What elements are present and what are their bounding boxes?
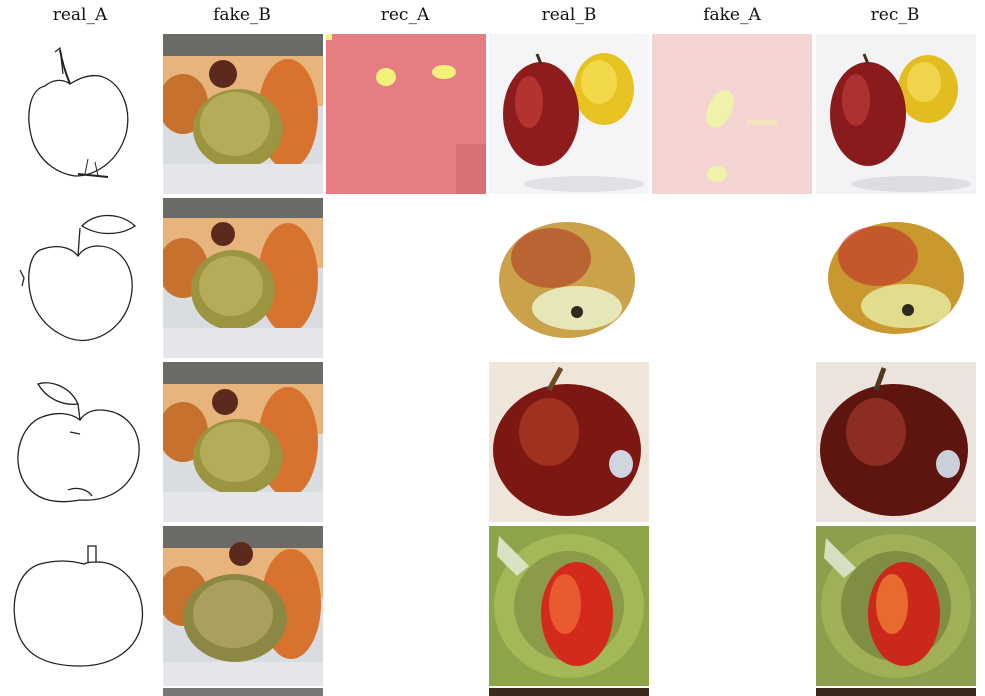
- red-apple-lemon-reconstruction: [816, 34, 976, 194]
- row5-rec-b-partial: [816, 688, 976, 696]
- header-fake-b: fake_B: [213, 5, 271, 25]
- row5-fake-b-partial: [163, 688, 323, 696]
- row4-real-b: [489, 526, 649, 686]
- pale-pink-image: [652, 34, 812, 194]
- generated-apple-image: [163, 34, 323, 194]
- red-apple-sticker-reconstruction: [816, 362, 976, 522]
- row1-rec-b: [816, 34, 976, 194]
- generated-apple-image: [163, 362, 323, 522]
- sketch-apple-stem-icon: [13, 545, 144, 667]
- row4-fake-a: [652, 526, 812, 686]
- blank-image: [326, 526, 486, 686]
- row3-real-a: [0, 362, 160, 522]
- red-apple-green-bg-photo: [489, 526, 649, 686]
- header-real-b: real_B: [541, 5, 597, 25]
- row1-rec-a: [326, 34, 486, 194]
- row2-rec-a: [326, 198, 486, 358]
- row2-fake-b: [163, 198, 323, 358]
- row2-real-a: [0, 198, 160, 358]
- row3-fake-a: [652, 362, 812, 522]
- sketch-apple-icon: [28, 46, 129, 178]
- blank-image: [652, 526, 812, 686]
- row4-rec-b: [816, 526, 976, 686]
- row2-rec-b: [816, 198, 976, 358]
- row1-fake-a: [652, 34, 812, 194]
- pink-noise-image: [326, 34, 486, 194]
- red-apple-lemon-photo: [489, 34, 649, 194]
- row1-real-b: [489, 34, 649, 194]
- yellow-apple-photo: [489, 198, 649, 358]
- row5-real-b-partial: [489, 688, 649, 696]
- yellow-apple-reconstruction: [816, 198, 976, 358]
- blank-image: [652, 198, 812, 358]
- sketch-apple-leaf-icon: [17, 382, 140, 503]
- header-real-a: real_A: [52, 5, 108, 25]
- row4-rec-a: [326, 526, 486, 686]
- generated-apple-image: [163, 526, 323, 686]
- row3-rec-b: [816, 362, 976, 522]
- row1-real-a: [0, 34, 160, 194]
- red-apple-sticker-photo: [489, 362, 649, 522]
- header-rec-a: rec_A: [380, 5, 430, 25]
- row4-fake-b: [163, 526, 323, 686]
- row3-real-b: [489, 362, 649, 522]
- header-rec-b: rec_B: [870, 5, 920, 25]
- blank-image: [326, 362, 486, 522]
- row2-real-b: [489, 198, 649, 358]
- row1-fake-b: [163, 34, 323, 194]
- header-fake-a: fake_A: [703, 5, 761, 25]
- sketch-apple-leaf-icon: [19, 214, 137, 342]
- row4-real-a: [0, 526, 160, 686]
- row3-rec-a: [326, 362, 486, 522]
- generated-apple-image: [163, 198, 323, 358]
- row2-fake-a: [652, 198, 812, 358]
- row3-fake-b: [163, 362, 323, 522]
- red-apple-green-bg-reconstruction: [816, 526, 976, 686]
- blank-image: [652, 362, 812, 522]
- blank-image: [326, 198, 486, 358]
